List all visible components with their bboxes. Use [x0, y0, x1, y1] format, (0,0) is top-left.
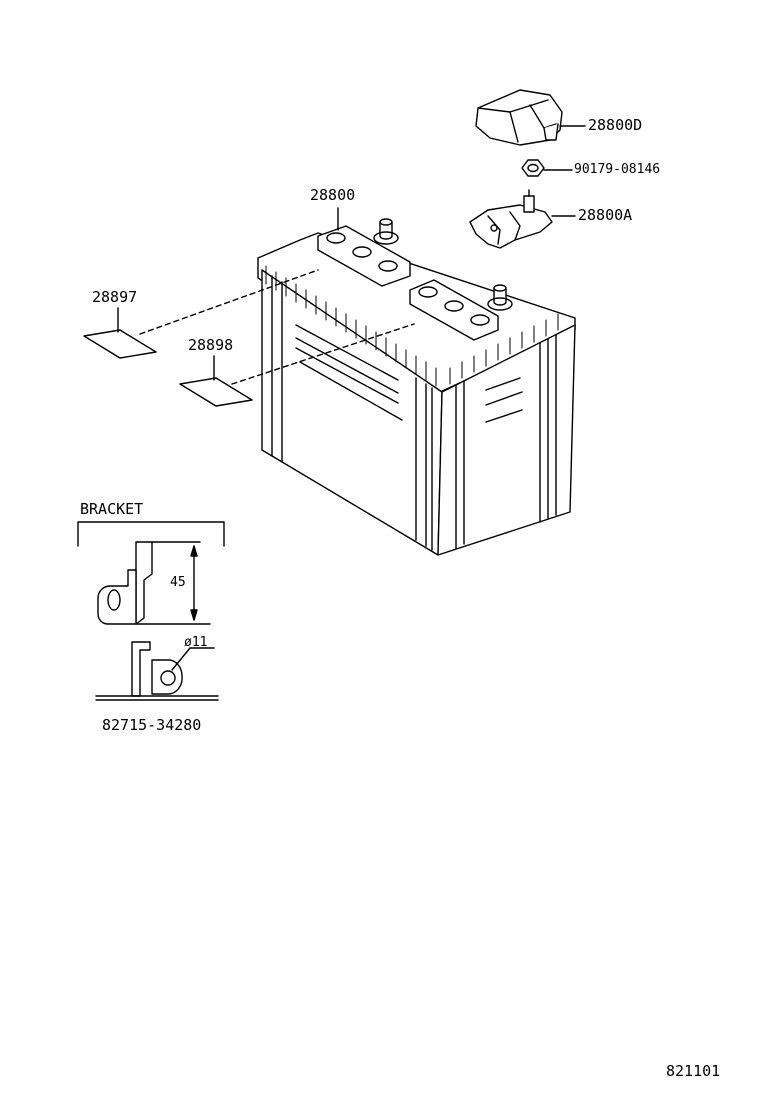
label-sheets-drawing [83, 269, 415, 407]
part-label-label-sheet-2: 28898 [188, 336, 234, 354]
battery-drawing [257, 207, 576, 556]
part-label-terminal-clamp: 28800A [578, 206, 633, 224]
illustration-code: 821101 [666, 1062, 721, 1080]
part-label-terminal-cover: 28800D [588, 116, 643, 134]
terminal-cover-drawing [475, 89, 586, 146]
part-label-battery: 28800 [310, 186, 356, 204]
nut-drawing [521, 159, 573, 177]
bracket-part-number: 82715-34280 [102, 716, 202, 734]
part-label-label-sheet-1: 28897 [92, 288, 138, 306]
terminal-clamp-drawing [469, 189, 576, 249]
part-label-nut: 90179-08146 [574, 162, 661, 177]
bracket-detail-drawing [77, 521, 225, 701]
bracket-dimension-hole: ø11 [184, 635, 208, 650]
bracket-title: BRACKET [80, 500, 144, 518]
bracket-dimension-height: 45 [170, 575, 186, 590]
